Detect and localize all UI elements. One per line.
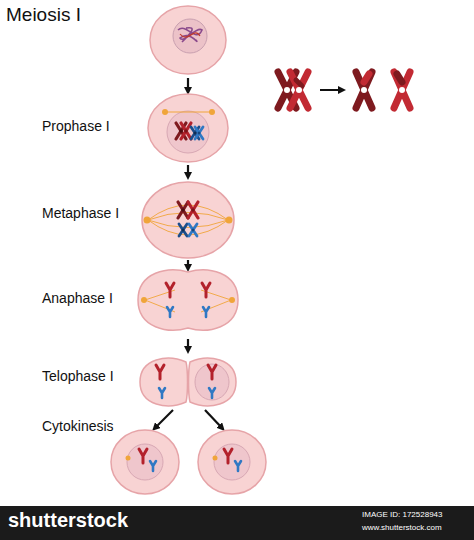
diagram-title: Meiosis I (6, 4, 81, 26)
watermark: shutterstock (8, 509, 128, 532)
stage-label: Telophase I (42, 368, 114, 384)
stage-label: Anaphase I (42, 290, 113, 306)
watermark-url: www.shutterstock.com (362, 523, 442, 532)
image-id: IMAGE ID: 172528943 (362, 510, 443, 519)
stage-label: Metaphase I (42, 205, 119, 221)
stage-label: Prophase I (42, 118, 110, 134)
stage-label: Cytokinesis (42, 418, 114, 434)
